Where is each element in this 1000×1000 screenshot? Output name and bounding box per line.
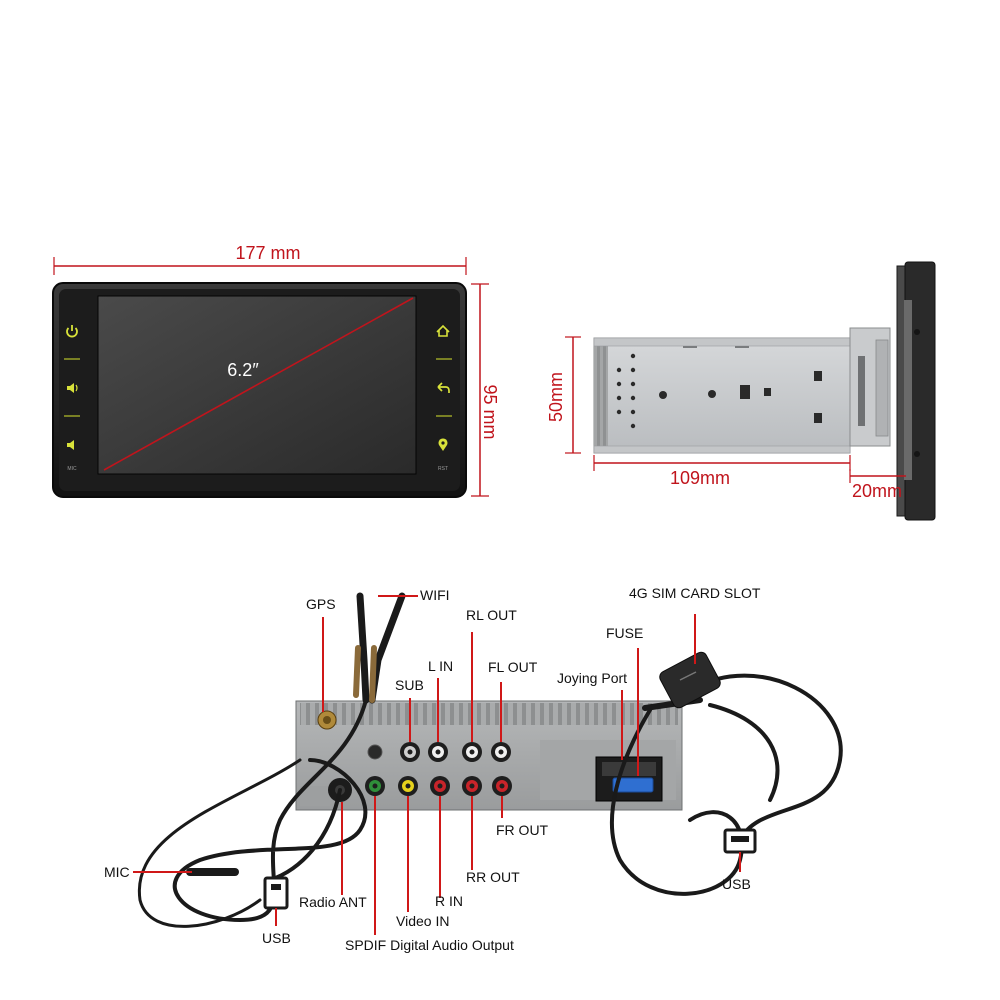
home-button[interactable] <box>436 324 450 337</box>
callout-lines <box>133 595 741 935</box>
radio-ant-label: Radio ANT <box>299 894 367 910</box>
mounting-cage <box>593 337 851 454</box>
joying-port-connector[interactable] <box>612 777 654 793</box>
spdif-jack[interactable] <box>365 776 385 796</box>
fr-out-label: FR OUT <box>496 822 549 838</box>
rear-labels: GPS WIFI RL OUT L IN SUB FL OUT Joying P… <box>104 585 761 953</box>
front-view: 177 mm 95 mm 6.2″ <box>52 243 500 498</box>
video-in-jack[interactable] <box>398 776 418 796</box>
usb-right-label: USB <box>722 876 751 892</box>
rca-jacks <box>365 742 512 796</box>
wifi-label: WIFI <box>420 587 450 603</box>
sim-card-module[interactable] <box>658 650 723 710</box>
power-button[interactable] <box>66 325 78 338</box>
back-button[interactable] <box>437 382 450 393</box>
rl-out-jack[interactable] <box>462 742 482 762</box>
mic-label: MIC <box>104 864 130 880</box>
sub-label: SUB <box>395 677 424 693</box>
diagonal-label: 6.2″ <box>227 360 259 380</box>
home-icon <box>436 324 450 337</box>
volume-up-icon <box>67 383 78 393</box>
joying-port-label: Joying Port <box>557 670 627 686</box>
l-in-label: L IN <box>428 658 453 674</box>
cables <box>137 592 843 928</box>
front-depth-label: 20mm <box>852 481 902 501</box>
fl-out-jack[interactable] <box>491 742 511 762</box>
volume-down-button[interactable] <box>67 440 74 450</box>
height-label: 95 mm <box>480 384 500 439</box>
back-icon <box>437 382 450 393</box>
sub-jack[interactable] <box>400 742 420 762</box>
power-icon <box>66 325 78 338</box>
width-label: 177 mm <box>235 243 300 263</box>
usb-left-connector[interactable] <box>263 876 289 910</box>
rst-hole-label: RST <box>438 466 448 472</box>
right-button-column: RST <box>436 324 452 472</box>
gps-label: GPS <box>306 596 336 612</box>
usb-right-connector[interactable] <box>723 828 757 854</box>
volume-down-icon <box>67 440 74 450</box>
gps-port[interactable] <box>317 710 337 730</box>
fr-out-jack[interactable] <box>492 776 512 796</box>
rr-out-jack[interactable] <box>462 776 482 796</box>
fl-out-label: FL OUT <box>488 659 538 675</box>
main-harness-connector[interactable] <box>595 756 663 802</box>
volume-up-button[interactable] <box>67 383 78 393</box>
depth-label: 109mm <box>670 468 730 488</box>
fuse-label: FUSE <box>606 625 643 641</box>
mic-hole-label: MIC <box>67 466 77 472</box>
side-view: 50mm 109mm <box>546 261 936 521</box>
rl-out-label: RL OUT <box>466 607 517 623</box>
left-button-column: MIC <box>64 325 80 472</box>
sim-slot-label: 4G SIM CARD SLOT <box>629 585 761 601</box>
spdif-label: SPDIF Digital Audio Output <box>345 937 514 953</box>
diagonal-line <box>103 297 414 471</box>
video-in-label: Video IN <box>396 913 449 929</box>
rear-view: GPS WIFI RL OUT L IN SUB FL OUT Joying P… <box>104 585 843 953</box>
location-icon <box>438 438 448 451</box>
r-in-jack[interactable] <box>430 776 450 796</box>
navigation-button[interactable] <box>438 438 448 451</box>
side-height-label: 50mm <box>546 372 566 422</box>
r-in-label: R IN <box>435 893 463 909</box>
rr-out-label: RR OUT <box>466 869 520 885</box>
usb-left-label: USB <box>262 930 291 946</box>
l-in-jack[interactable] <box>428 742 448 762</box>
